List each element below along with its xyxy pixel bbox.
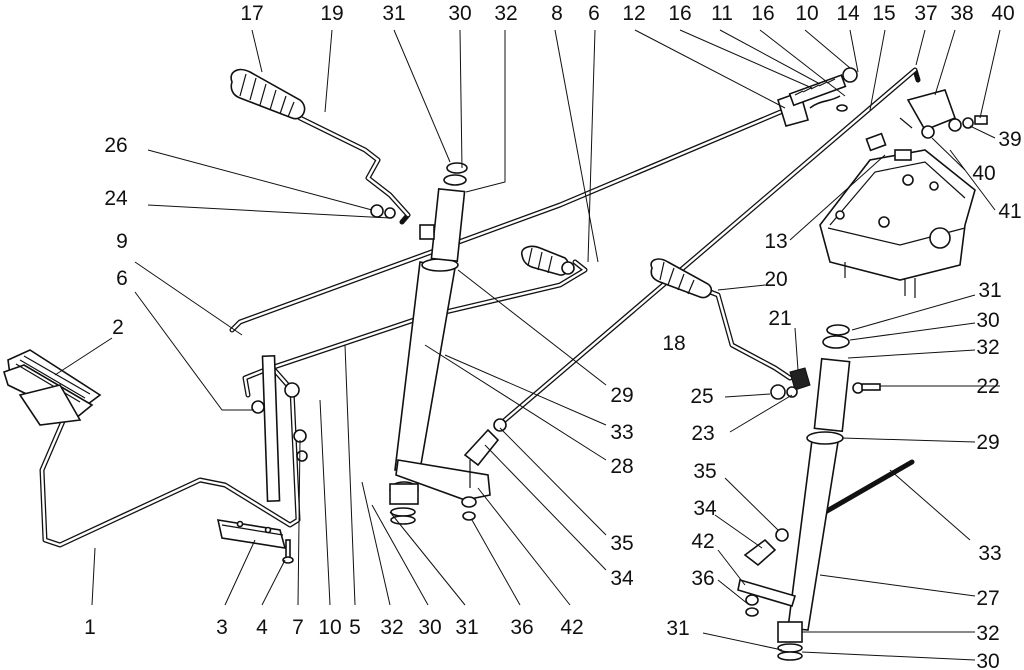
callout-36: 36: [510, 616, 533, 639]
rod-33-right: [817, 459, 915, 518]
hand-lever-17: [230, 68, 411, 225]
callout-31-right-bottom: 31: [666, 617, 689, 640]
callout-11: 11: [711, 2, 733, 25]
callout-33: 33: [610, 421, 633, 444]
callout-36-right: 36: [691, 567, 714, 590]
callout-3: 3: [216, 616, 228, 639]
clevis-assembly-12: [777, 67, 858, 127]
callout-28: 28: [610, 455, 633, 478]
callout-37: 37: [914, 2, 937, 25]
callout-25: 25: [690, 385, 713, 408]
pedal-pad-2: [3, 349, 102, 426]
callout-32: 32: [494, 2, 517, 25]
callout-26: 26: [104, 134, 127, 157]
steering-column-right: [737, 324, 881, 661]
callout-2: 2: [112, 316, 124, 339]
callout-35-right: 35: [693, 460, 716, 483]
callouts-left: 26 24 9 6 2: [104, 134, 128, 339]
callout-32-right-bottom: 32: [976, 622, 999, 645]
hand-lever-20: [650, 258, 811, 400]
callout-40-right: 40: [972, 162, 995, 185]
rod-37: [502, 67, 921, 423]
callout-15: 15: [872, 2, 895, 25]
callout-14: 14: [836, 2, 860, 25]
callout-34-right: 34: [693, 497, 717, 520]
callout-19: 19: [320, 2, 343, 25]
callouts-top: 17 19 31 30 32 8 6 12 16 11 16 10 14 15 …: [240, 2, 1014, 25]
callout-30-right: 30: [976, 309, 999, 332]
callout-31-bottom: 31: [455, 616, 478, 639]
callouts-bottom: 1 3 4 7 10 5 32 30 31 36 42: [84, 616, 584, 639]
upper-long-rod: [229, 105, 793, 333]
transmission-housing-13: [819, 132, 976, 298]
callout-24: 24: [104, 187, 128, 210]
callout-13: 13: [764, 230, 787, 253]
callout-1: 1: [84, 616, 96, 639]
steering-column-left: [389, 162, 507, 525]
callout-30-right-bottom: 30: [976, 650, 999, 670]
callout-33-right: 33: [978, 542, 1001, 565]
callout-35: 35: [610, 532, 633, 555]
callout-31-right: 31: [978, 279, 1001, 302]
bracket-3: [216, 519, 287, 549]
bracket-38: [899, 89, 988, 139]
bolt-4: [282, 539, 294, 564]
callout-20: 20: [764, 268, 787, 291]
callout-4: 4: [256, 616, 268, 639]
callout-38: 38: [950, 2, 973, 25]
callout-29: 29: [610, 384, 633, 407]
callout-12: 12: [622, 2, 645, 25]
callout-7: 7: [292, 616, 304, 639]
callouts-middle: 29 33 28 35 34 13 20 18 21 25 23 35 34 4…: [610, 230, 791, 640]
leader-lines: [54, 29, 1001, 661]
callout-10-bottom: 10: [318, 616, 341, 639]
callout-32-right: 32: [976, 336, 999, 359]
lever-plate-10: [251, 355, 308, 502]
callout-40: 40: [991, 2, 1014, 25]
callout-17: 17: [240, 2, 263, 25]
callout-8: 8: [551, 2, 563, 25]
callout-10: 10: [795, 2, 818, 25]
pedal-grip-8: [520, 245, 575, 276]
callout-18: 18: [662, 332, 685, 355]
callout-6-left: 6: [116, 267, 128, 290]
callout-9: 9: [116, 230, 128, 253]
callout-41: 41: [998, 200, 1021, 223]
callout-6: 6: [588, 2, 600, 25]
callout-42: 42: [560, 616, 583, 639]
callout-31: 31: [382, 2, 405, 25]
callout-42-right: 42: [691, 530, 714, 553]
callout-23: 23: [691, 422, 714, 445]
callout-39: 39: [998, 128, 1021, 151]
pedal-arm-1: [39, 362, 301, 548]
callout-30: 30: [448, 2, 471, 25]
callout-32-bottom: 32: [380, 616, 403, 639]
callout-34: 34: [610, 567, 634, 590]
callout-16b: 16: [751, 2, 774, 25]
callout-21: 21: [768, 307, 791, 330]
callout-30-bottom: 30: [418, 616, 441, 639]
callout-27: 27: [976, 587, 999, 610]
callout-5: 5: [349, 616, 361, 639]
callout-16: 16: [668, 2, 691, 25]
parts-drawing: [3, 67, 988, 661]
callouts-right: 39 40 41 31 30 32 22 29 33 27 32 30: [972, 128, 1021, 670]
callout-29-right: 29: [976, 431, 999, 454]
callout-22: 22: [976, 375, 999, 398]
